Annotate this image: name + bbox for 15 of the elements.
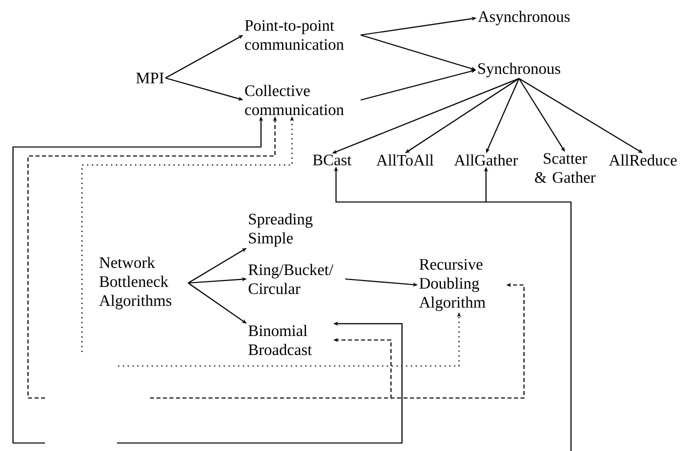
node-label: Binomial Broadcast <box>248 324 312 356</box>
node-label: Point-to-point communication <box>244 20 344 50</box>
node-label: BCast <box>312 154 352 166</box>
node-label: Asynchronous <box>478 10 570 26</box>
node-label: MPI <box>136 72 164 84</box>
node-label: Spreading Simple <box>249 213 313 247</box>
node-label: Network Bottleneck Algorithms <box>99 256 172 310</box>
node-label: Recursive Doubling Algorithm <box>419 259 486 312</box>
node-label: AllReduce <box>608 154 677 166</box>
node-label: Ring/Bucket/ Circular <box>248 264 334 294</box>
node-label: Synchronous <box>478 62 560 78</box>
node-label: Collective communication <box>245 84 344 116</box>
node-label: AllToAll <box>376 154 434 166</box>
node-label: AllGather <box>454 154 518 166</box>
node-label: Scatter & Gather <box>534 153 596 183</box>
